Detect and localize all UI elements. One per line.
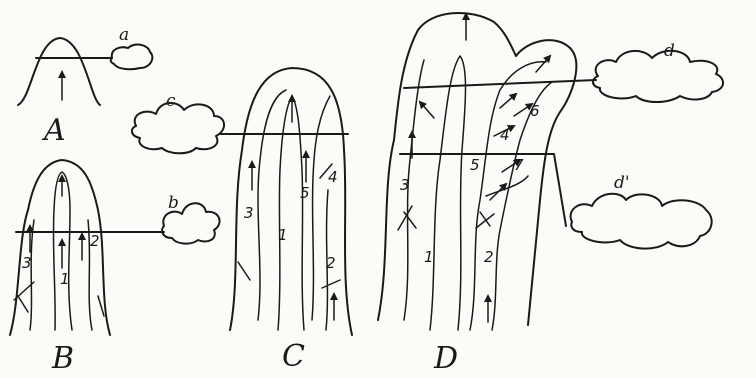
level-line-d <box>404 80 596 88</box>
entrain-d-2 <box>404 212 416 228</box>
panel-c: c 3 1 5 4 2 C <box>132 68 352 374</box>
cloud-c-icon <box>132 103 224 153</box>
cloud-b-label: b <box>168 193 179 213</box>
strand-c-number-2: 2 <box>326 254 336 272</box>
panel-b: b 3 1 2 B <box>10 160 220 376</box>
entrain-c-3 <box>322 280 340 288</box>
panel-d: d d' 3 1 5 4 6 7 2 D <box>378 13 723 376</box>
updraft-arrow-d-mid <box>500 94 516 108</box>
panel-a-label: A <box>41 113 66 148</box>
strand-d-number-1: 1 <box>424 248 434 266</box>
cloud-d-prime-label: d' <box>614 173 630 193</box>
plume-c-strand-2 <box>278 96 304 330</box>
panel-d-label: D <box>433 341 458 376</box>
entrain-c-2 <box>238 262 250 280</box>
strand-c-number-5: 5 <box>300 184 310 202</box>
entrain-b-2 <box>18 296 28 312</box>
strand-b-number-1: 1 <box>60 270 70 288</box>
entrain-d-3 <box>476 214 494 228</box>
cloud-d-icon <box>593 51 723 102</box>
entrain-d-1 <box>398 206 412 230</box>
strand-d-number-6: 6 <box>530 102 540 120</box>
strand-d-number-3: 3 <box>400 176 410 194</box>
panel-c-label: C <box>282 339 305 374</box>
strand-c-number-3: 3 <box>244 204 254 222</box>
plume-d-strand-right <box>492 82 552 330</box>
updraft-arrow-d-cross <box>490 184 506 200</box>
strand-d-number-5: 5 <box>470 156 480 174</box>
plume-c-strand-1 <box>258 90 286 320</box>
strand-d-number-7: 7 <box>514 156 524 174</box>
strand-c-number-4: 4 <box>328 168 338 186</box>
strand-c-number-1: 1 <box>278 226 288 244</box>
cloud-a-icon <box>111 45 153 70</box>
plume-a-outline <box>18 38 100 105</box>
updraft-arrow-d-leftup <box>420 102 434 118</box>
cloud-c-label: c <box>166 91 176 111</box>
cloud-d-prime-icon <box>571 194 712 249</box>
strand-b-number-3: 3 <box>22 254 32 272</box>
plume-d-strand-core <box>430 56 466 330</box>
entrain-b-3 <box>98 296 104 316</box>
cloud-d-label: d <box>664 41 675 61</box>
strand-d-number-4: 4 <box>500 126 510 144</box>
updraft-arrow-d-lobe <box>536 56 550 72</box>
strand-d-number-2: 2 <box>484 248 494 266</box>
strand-b-number-2: 2 <box>90 232 100 250</box>
panel-b-label: B <box>51 341 74 376</box>
cloud-a-label: a <box>119 25 129 45</box>
